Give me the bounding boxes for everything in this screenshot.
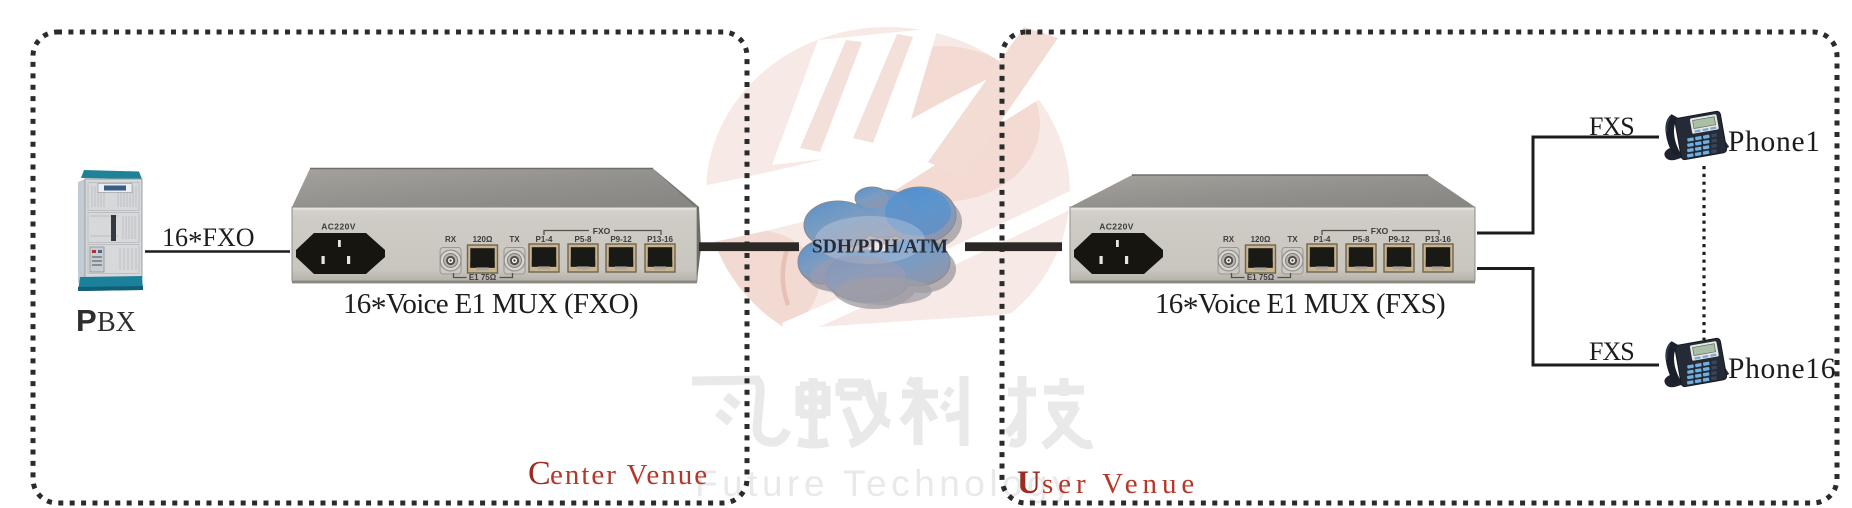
svg-text:ser Venue: ser Venue	[1042, 468, 1199, 500]
svg-text:SDH/PDH/ATM: SDH/PDH/ATM	[812, 237, 948, 258]
svg-text:Phone1: Phone1	[1728, 126, 1821, 158]
svg-text:Phone16: Phone16	[1728, 353, 1836, 385]
svg-text:BX: BX	[97, 307, 136, 338]
svg-text:FXS: FXS	[1589, 112, 1634, 141]
svg-text:FXS: FXS	[1589, 337, 1634, 366]
svg-text:16*Voice E1 MUX (FXS): 16*Voice E1 MUX (FXS)	[1155, 288, 1445, 326]
svg-text:enter Venue: enter Venue	[550, 459, 709, 491]
svg-text:16*Voice E1 MUX (FXO): 16*Voice E1 MUX (FXO)	[343, 288, 638, 326]
svg-text:C: C	[528, 455, 551, 492]
svg-text:U: U	[1017, 465, 1041, 501]
svg-text:P: P	[76, 303, 97, 338]
